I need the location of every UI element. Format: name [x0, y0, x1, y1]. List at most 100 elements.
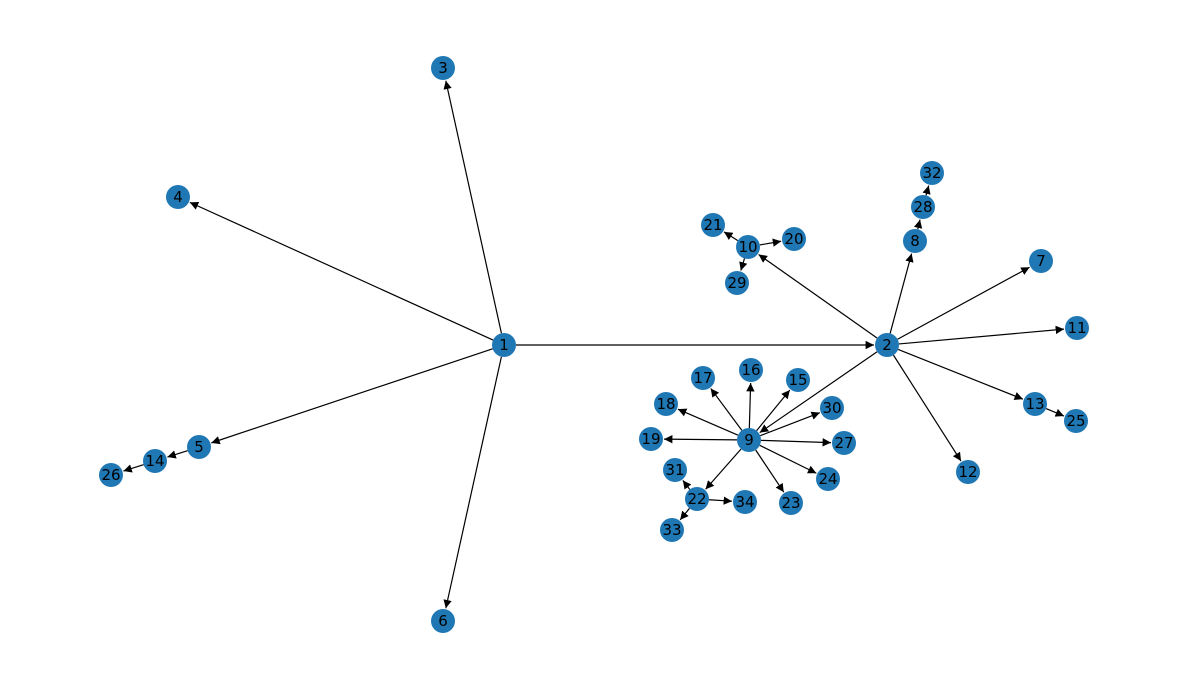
- node-circle-5: [187, 435, 211, 459]
- node-circle-28: [911, 195, 935, 219]
- node-circle-14: [143, 449, 167, 473]
- node-circle-32: [920, 161, 944, 185]
- node-label-17: 17: [693, 369, 712, 387]
- node-label-25: 25: [1066, 412, 1085, 430]
- node-34: 34: [733, 490, 757, 514]
- node-30: 30: [820, 396, 844, 420]
- node-28: 28: [911, 195, 935, 219]
- edge-10-20: [759, 238, 782, 247]
- node-25: 25: [1064, 409, 1088, 433]
- edge-22-31: [682, 479, 692, 490]
- edge-2-7: [897, 266, 1030, 340]
- edge-9-18: [677, 408, 739, 436]
- edge-9-24: [759, 444, 817, 474]
- node-label-27: 27: [834, 434, 853, 452]
- node-13: 13: [1023, 392, 1047, 416]
- node-19: 19: [639, 427, 663, 451]
- node-circle-1: [492, 333, 516, 357]
- node-circle-11: [1065, 316, 1089, 340]
- node-label-7: 7: [1036, 252, 1046, 270]
- edge-1-4: [189, 201, 494, 341]
- node-label-34: 34: [735, 493, 754, 511]
- node-label-18: 18: [656, 395, 675, 413]
- edge-14-26: [123, 464, 144, 473]
- edge-1-6: [443, 356, 502, 609]
- node-label-14: 14: [145, 452, 164, 470]
- edge-2-12: [892, 354, 962, 462]
- node-21: 21: [701, 213, 725, 237]
- node-label-24: 24: [818, 470, 837, 488]
- node-circle-12: [956, 460, 980, 484]
- node-1: 1: [492, 333, 516, 357]
- node-label-19: 19: [641, 430, 660, 448]
- edges-layer: [123, 80, 1065, 609]
- node-15: 15: [786, 368, 810, 392]
- edge-1-5: [211, 348, 493, 445]
- node-5: 5: [187, 435, 211, 459]
- node-6: 6: [431, 609, 455, 633]
- node-label-33: 33: [662, 521, 681, 539]
- node-circle-17: [691, 366, 715, 390]
- node-label-20: 20: [784, 230, 803, 248]
- node-label-22: 22: [687, 490, 706, 508]
- node-label-26: 26: [101, 466, 120, 484]
- node-circle-16: [739, 358, 763, 382]
- edge-5-14: [167, 450, 188, 459]
- node-circle-21: [701, 213, 725, 237]
- node-label-16: 16: [741, 361, 760, 379]
- node-circle-10: [736, 235, 760, 259]
- node-circle-34: [733, 490, 757, 514]
- node-label-3: 3: [438, 59, 448, 77]
- node-8: 8: [903, 229, 927, 253]
- node-11: 11: [1065, 316, 1089, 340]
- node-label-21: 21: [703, 216, 722, 234]
- edge-9-22: [705, 448, 742, 490]
- node-circle-13: [1023, 392, 1047, 416]
- node-label-9: 9: [744, 431, 754, 449]
- node-label-32: 32: [922, 164, 941, 182]
- node-label-12: 12: [958, 463, 977, 481]
- node-circle-18: [654, 392, 678, 416]
- node-27: 27: [832, 431, 856, 455]
- node-circle-33: [660, 518, 684, 542]
- node-circle-23: [779, 491, 803, 515]
- edge-10-29: [739, 258, 748, 271]
- node-label-5: 5: [194, 438, 204, 456]
- node-24: 24: [816, 467, 840, 491]
- node-3: 3: [431, 56, 455, 80]
- node-circle-29: [725, 271, 749, 295]
- node-22: 22: [685, 487, 709, 511]
- node-circle-24: [816, 467, 840, 491]
- node-12: 12: [956, 460, 980, 484]
- node-4: 4: [166, 185, 190, 209]
- node-circle-7: [1029, 249, 1053, 273]
- node-label-10: 10: [738, 238, 757, 256]
- node-23: 23: [779, 491, 803, 515]
- node-circle-3: [431, 56, 455, 80]
- node-label-2: 2: [882, 336, 892, 354]
- node-7: 7: [1029, 249, 1053, 273]
- node-17: 17: [691, 366, 715, 390]
- node-circle-4: [166, 185, 190, 209]
- node-circle-22: [685, 487, 709, 511]
- node-26: 26: [99, 463, 123, 487]
- node-label-28: 28: [913, 198, 932, 216]
- node-18: 18: [654, 392, 678, 416]
- edge-22-33: [679, 507, 690, 521]
- edge-13-25: [1045, 408, 1065, 417]
- node-20: 20: [782, 227, 806, 251]
- edge-9-30: [759, 411, 821, 437]
- node-16: 16: [739, 358, 763, 382]
- edge-9-27: [760, 438, 832, 447]
- edge-2-11: [898, 325, 1065, 345]
- edge-9-16: [746, 382, 755, 429]
- edge-2-13: [897, 348, 1024, 400]
- node-label-1: 1: [499, 336, 509, 354]
- node-circle-9: [737, 428, 761, 452]
- node-label-23: 23: [781, 494, 800, 512]
- node-circle-6: [431, 609, 455, 633]
- node-9: 9: [737, 428, 761, 452]
- node-circle-26: [99, 463, 123, 487]
